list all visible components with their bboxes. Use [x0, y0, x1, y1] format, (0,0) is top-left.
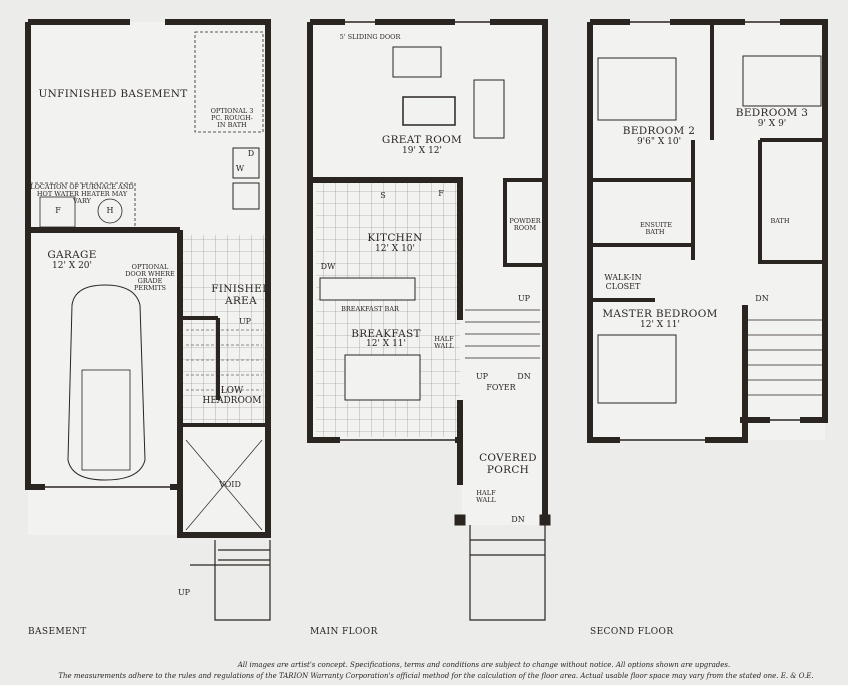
dryer-label: D: [247, 149, 255, 158]
great-room-dimensions: 19' X 12': [402, 146, 442, 156]
room-label-bedroom-3: BEDROOM 3: [735, 107, 809, 119]
foyer-up-label: UP: [475, 372, 489, 381]
garage-dimensions: 12' X 20': [52, 261, 92, 271]
dishwasher-label: DW: [320, 262, 336, 271]
porch-dn-label: DN: [511, 515, 525, 524]
room-label-breakfast: BREAKFAST: [351, 328, 421, 340]
furnace-location-note: LOCATION OF FURNACE AND HOT WATER HEATER…: [30, 183, 134, 206]
floor-title-basement: BASEMENT: [28, 627, 87, 637]
master-bedroom-dimensions: 12' X 11': [640, 320, 680, 330]
second-stair-dn-label: DN: [755, 294, 769, 303]
main-stair-up-label: UP: [517, 294, 531, 303]
room-label-foyer: FOYER: [486, 383, 516, 392]
room-label-kitchen: KITCHEN: [367, 232, 423, 244]
disclaimer-line-2: The measurements adhere to the rules and…: [58, 672, 814, 680]
low-headroom-label: LOW HEADROOM: [202, 386, 262, 406]
room-label-covered-porch: COVERED PORCH: [479, 452, 537, 476]
room-label-ensuite-bath: ENSUITE BATH: [640, 221, 673, 237]
porch-half-wall-label: HALF WALL: [476, 489, 496, 505]
room-label-bath: BATH: [770, 217, 790, 225]
fridge-label: F: [438, 189, 444, 198]
breakfast-bar-label: BREAKFAST BAR: [341, 305, 399, 313]
floor-title-main-floor: MAIN FLOOR: [310, 627, 378, 637]
entry-up-label: UP: [177, 588, 191, 597]
room-label-bedroom-2: BEDROOM 2: [622, 125, 696, 137]
room-label-unfinished-basement: UNFINISHED BASEMENT: [38, 88, 188, 100]
room-label-walk-in-closet: WALK-IN CLOSET: [604, 273, 642, 291]
bedroom-2-dimensions: 9'6" X 10': [636, 137, 682, 147]
sliding-door-label: 5' SLIDING DOOR: [339, 33, 401, 41]
second-floor-plan: [587, 19, 828, 443]
stair-up-label: UP: [238, 317, 252, 326]
washer-label: W: [235, 164, 245, 173]
foyer-dn-label: DN: [517, 372, 531, 381]
bedroom-3-dimensions: 9' X 9': [757, 119, 787, 129]
heater-label: H: [106, 206, 114, 215]
optional-bath-label: OPTIONAL 3 PC. ROUGH-IN BATH: [210, 107, 254, 130]
stove-label: S: [380, 191, 386, 200]
furnace-label: F: [55, 206, 61, 215]
floor-title-second-floor: SECOND FLOOR: [590, 627, 674, 637]
breakfast-dimensions: 12' X 11': [366, 339, 406, 349]
void-label: VOID: [219, 480, 241, 489]
room-label-finished-area: FINISHED AREA: [211, 283, 271, 307]
optional-door-note: OPTIONAL DOOR WHERE GRADE PERMITS: [125, 263, 175, 293]
kitchen-dimensions: 12' X 10': [375, 244, 415, 254]
room-label-garage: GARAGE: [47, 249, 97, 261]
basement-plan: [25, 19, 271, 621]
main-floor-plan: [307, 19, 551, 621]
room-label-great-room: GREAT ROOM: [381, 134, 463, 146]
half-wall-label: HALF WALL: [434, 335, 454, 351]
disclaimer-line-1: All images are artist's concept. Specifi…: [237, 661, 731, 669]
room-label-master-bedroom: MASTER BEDROOM: [602, 308, 718, 320]
room-label-powder-room: POWDER ROOM: [509, 217, 541, 233]
